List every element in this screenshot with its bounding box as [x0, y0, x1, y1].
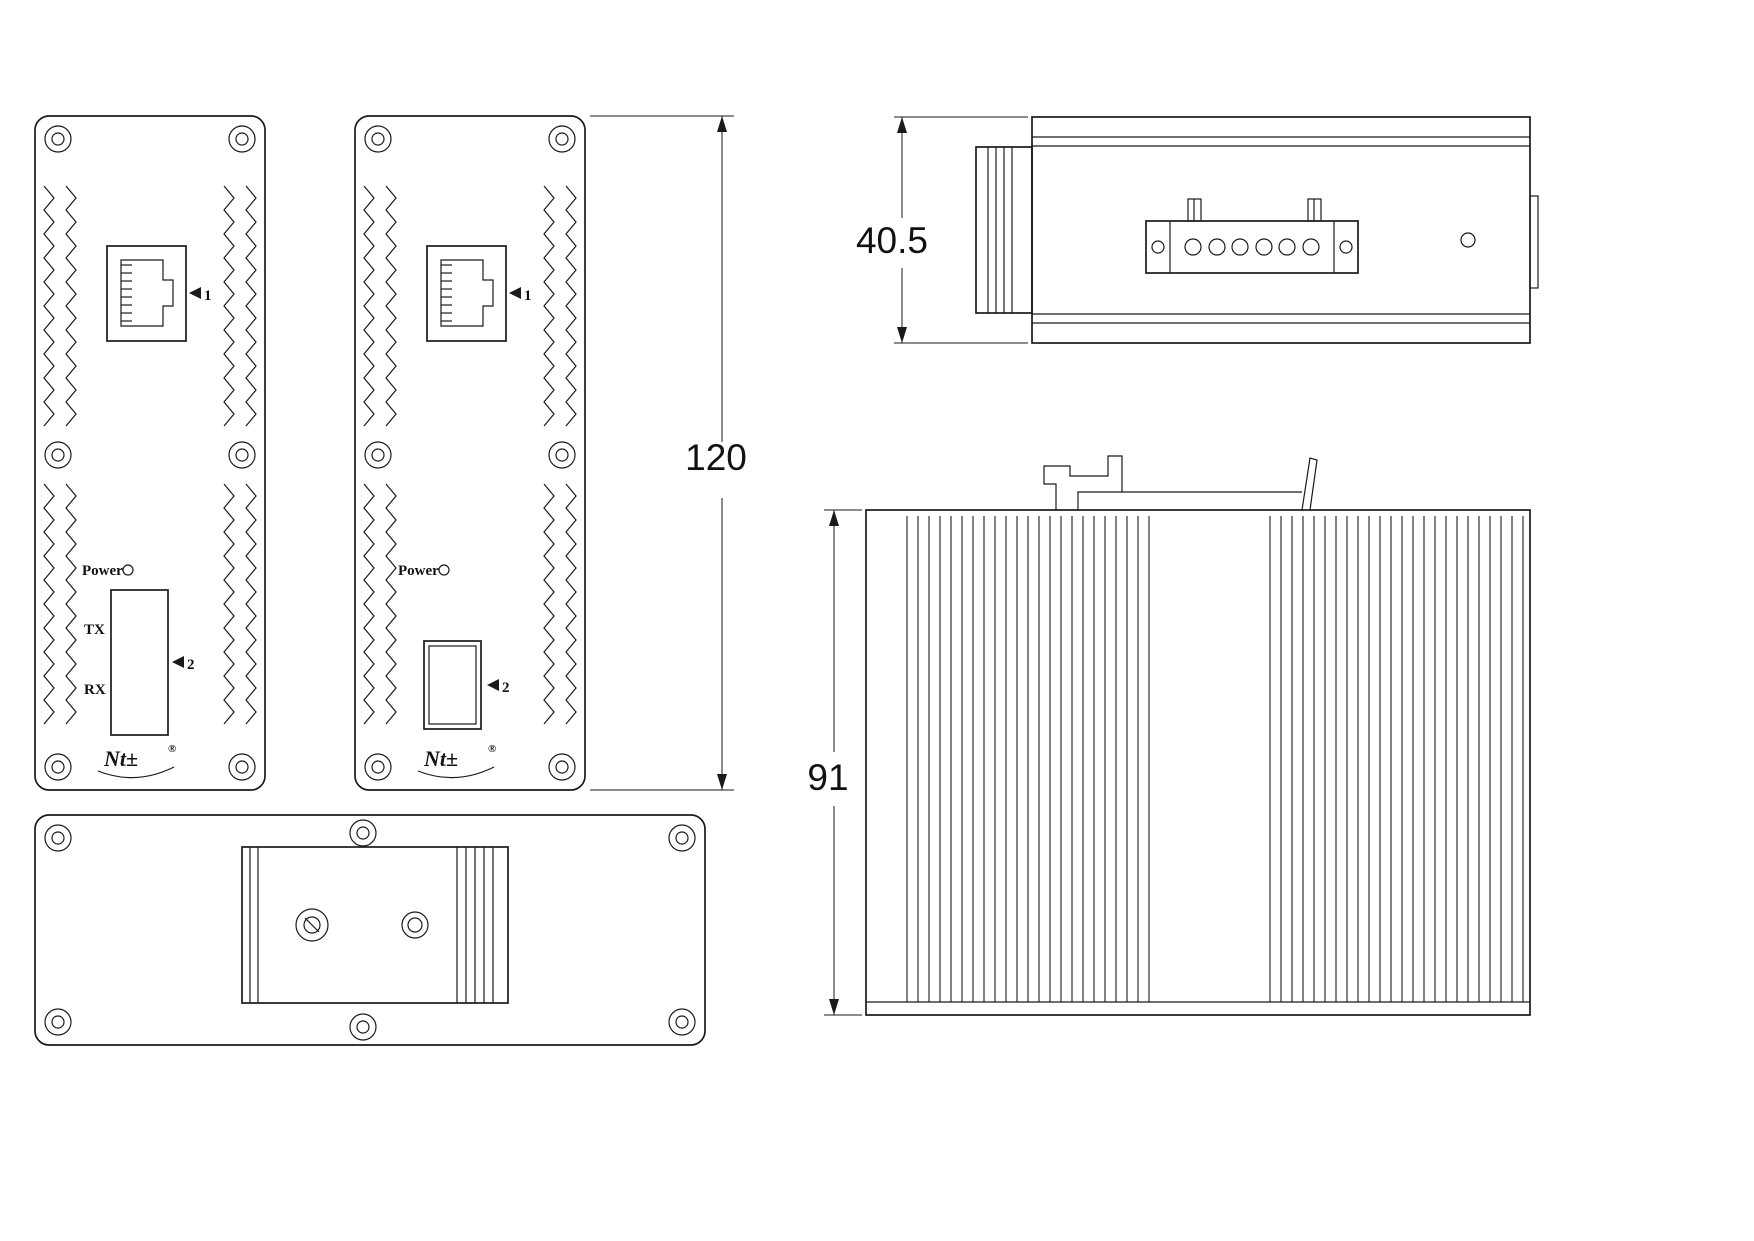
dim-arrow-down	[829, 999, 839, 1015]
rj45-port-b	[426, 245, 507, 342]
dim-120-value: 120	[685, 437, 747, 478]
dim-arrow-down	[897, 327, 907, 343]
mount-screw-right	[401, 911, 429, 939]
terminal-block-tabs	[1187, 198, 1322, 222]
tx-label: TX	[84, 622, 105, 638]
port1-label-b: 1	[524, 288, 532, 304]
dimension-side-height: 91	[807, 509, 862, 1016]
ground-screw-hole	[1460, 232, 1476, 248]
bottom-view-screws	[44, 819, 696, 1041]
panel-a-heatsink-fins	[43, 185, 257, 725]
bottom-view-body	[34, 814, 706, 1046]
power-label-b: Power	[398, 563, 439, 579]
port1-arrow-icon-b	[509, 287, 521, 299]
heatsink-fin-field-left	[906, 516, 1152, 1002]
registered-mark-b: ®	[488, 743, 496, 755]
rj45-pins	[121, 264, 132, 322]
panel-a-screws	[44, 125, 256, 781]
port1-label: 1	[204, 288, 212, 304]
port2-label-a: 2	[187, 657, 195, 673]
registered-mark-a: ®	[168, 743, 176, 755]
side-view-body	[865, 509, 1531, 1016]
dim-91-value: 91	[807, 757, 848, 798]
din-mount-plate	[241, 846, 509, 1004]
dim-arrow-up	[829, 510, 839, 526]
din-rail-clip	[1043, 455, 1123, 510]
heatsink-fin-field-right	[1262, 516, 1524, 1002]
side-tab	[1529, 195, 1539, 289]
rj45-port-a	[106, 245, 187, 342]
din-rail-latch	[1301, 457, 1318, 511]
logo-underline-a	[97, 766, 175, 779]
din-clip-top-view	[975, 146, 1033, 314]
fiber-port-a	[110, 589, 169, 736]
panel-b-body	[354, 115, 586, 791]
dim-40-5-value: 40.5	[856, 220, 928, 261]
logo-underline-b	[417, 766, 495, 779]
power-led-b	[438, 564, 450, 576]
terminal-block	[1145, 198, 1359, 274]
rx-label: RX	[84, 682, 106, 698]
port2-arrow-icon-b	[487, 679, 499, 691]
dim-arrow-up	[897, 117, 907, 133]
brand-logo-b: Nt±	[423, 746, 458, 771]
side-view	[865, 455, 1531, 1016]
port2-arrow-icon-a	[172, 656, 184, 668]
dim-arrow-down	[717, 774, 727, 790]
dim-arrow-up	[717, 116, 727, 132]
sfp-port-b	[423, 640, 482, 730]
power-label-a: Power	[82, 563, 123, 579]
front-view-sfp-model: 1 Power 2 Nt± ®	[354, 115, 586, 791]
panel-b-screws	[364, 125, 576, 781]
panel-a-body	[34, 115, 266, 791]
bottom-view	[34, 814, 706, 1046]
top-view-body	[1031, 116, 1531, 344]
panel-b-heatsink-fins	[363, 185, 577, 725]
dimension-front-height: 120	[590, 115, 747, 791]
front-view-fiber-model: 1 Power TX RX 2 Nt± ®	[34, 115, 266, 791]
port1-arrow-icon	[189, 287, 201, 299]
mount-screw-left	[295, 908, 329, 942]
brand-logo-a: Nt±	[103, 746, 138, 771]
port2-label-b: 2	[502, 680, 510, 696]
power-led-a	[122, 564, 134, 576]
rj45-pins-b	[441, 264, 452, 322]
dimension-top-depth: 40.5	[856, 116, 1028, 344]
top-view	[975, 116, 1539, 344]
